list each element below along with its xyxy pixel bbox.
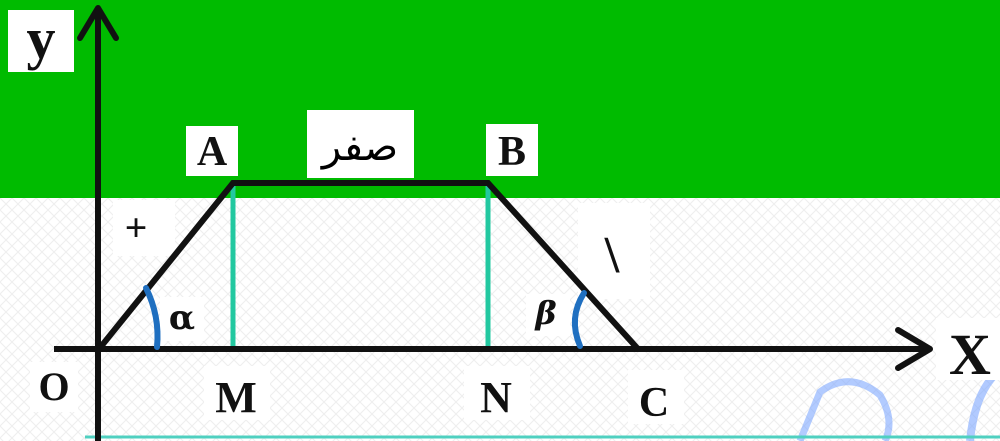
point-m-label: M (215, 373, 257, 422)
slash-label-box (578, 203, 650, 299)
x-axis-label: X (949, 322, 991, 387)
point-n-label: N (480, 373, 512, 422)
arabic-label-box (307, 110, 414, 178)
m-label-box (204, 366, 270, 420)
beta-label-box (526, 294, 570, 336)
angle-arc-alpha (143, 285, 161, 350)
point-a-label: A (197, 129, 228, 175)
right-sign-label: \ (604, 227, 620, 284)
top-segment-label: صفر (320, 124, 398, 170)
point-c-label: C (639, 380, 669, 426)
n-label-box (464, 366, 530, 420)
y-label-box (8, 10, 74, 72)
a-label-box (186, 126, 238, 176)
point-b-label: B (498, 129, 526, 175)
alpha-label-box (160, 297, 204, 341)
angle-beta-label: β (534, 294, 556, 332)
trapezoid-path (96, 180, 641, 352)
left-sign-label: + (125, 205, 148, 250)
x-label-box (936, 318, 1000, 380)
o-label-box (30, 362, 78, 412)
x-axis-arrowhead (895, 327, 933, 371)
angle-arc-beta (571, 290, 587, 349)
angle-alpha-label: α (169, 298, 195, 338)
plus-label-box (113, 200, 175, 256)
b-label-box (486, 124, 538, 176)
y-axis-arrowhead (77, 5, 119, 41)
origin-label: O (38, 364, 69, 409)
y-axis-label: y (27, 6, 56, 71)
c-label-box (628, 370, 684, 424)
